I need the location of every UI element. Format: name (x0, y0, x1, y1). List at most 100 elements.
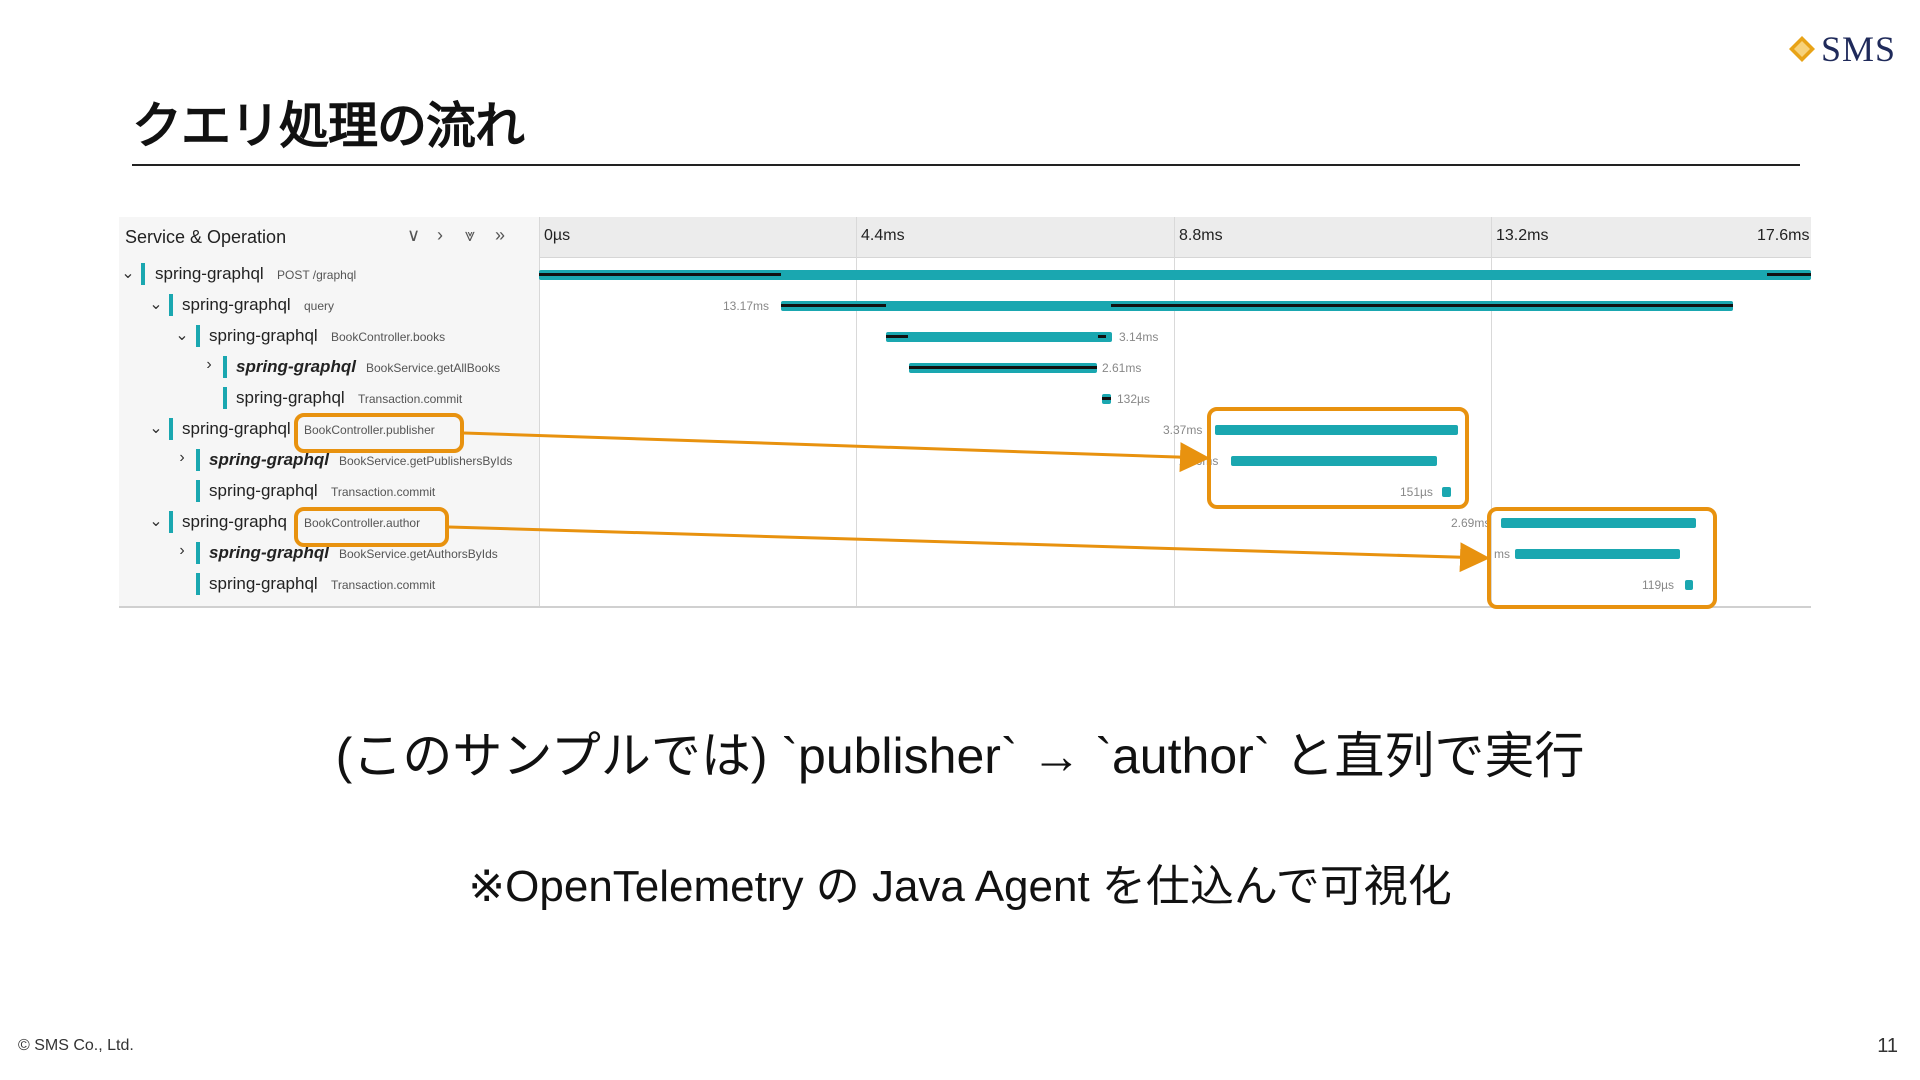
page-number: 11 (1877, 1035, 1898, 1057)
expand-one-button[interactable]: › (437, 225, 443, 245)
operation-name: Transaction.commit (331, 485, 436, 499)
gridline (1174, 217, 1175, 606)
service-color-marker (169, 294, 173, 316)
span-bar[interactable] (1501, 518, 1696, 528)
caption-main: (このサンプルでは) `publisher` → `author` と直列で実行 (335, 728, 1585, 784)
span-bar[interactable] (539, 270, 1811, 280)
self-time-line (909, 366, 1097, 369)
service-color-marker (196, 480, 200, 502)
service-name: spring-graphql (182, 295, 291, 314)
expand-all-button[interactable]: » (495, 225, 506, 245)
span-duration: 13.17ms (723, 299, 770, 313)
span-duration: 3.37ms (1163, 423, 1203, 437)
gridline (856, 217, 857, 606)
operation-name: BookService.getAuthorsByIds (339, 547, 498, 561)
self-time-line (1102, 397, 1111, 400)
self-time-line (1111, 304, 1733, 307)
service-color-marker (223, 387, 227, 409)
span-bar[interactable] (1215, 425, 1458, 435)
self-time-line (1098, 335, 1106, 338)
span-row[interactable]: ⌄ spring-graphql POST /graphql (119, 259, 1811, 290)
service-color-marker (141, 263, 145, 285)
span-bar[interactable] (1231, 456, 1437, 466)
operation-name: BookService.getAllBooks (366, 361, 501, 375)
chevron-down-icon[interactable]: ⌄ (149, 420, 163, 437)
service-name: spring-graphql (209, 326, 318, 345)
self-time-line (1767, 273, 1811, 276)
caption-sub: ※OpenTelemetry の Java Agent を仕込んで可視化 (468, 862, 1452, 911)
slide-title: クエリ処理の流れ (132, 98, 525, 154)
collapse-one-button[interactable]: ∨ (407, 225, 421, 245)
chevron-down-icon[interactable]: ⌄ (175, 327, 189, 344)
operation-name: BookController.books (331, 330, 446, 344)
span-duration: 2.69ms (1451, 516, 1491, 530)
span-row[interactable]: ⌄ spring-graphql BookController.books 3.… (119, 321, 1811, 352)
service-name: spring-graphq (182, 512, 287, 531)
column-header: Service & Operation (125, 227, 287, 247)
span-duration: ms (1494, 547, 1510, 561)
span-duration: 119µs (1642, 578, 1675, 592)
operation-name: BookService.getPublishersByIds (339, 454, 513, 468)
tick-label: 8.8ms (1179, 227, 1223, 244)
operation-name: Transaction.commit (358, 392, 463, 406)
company-logo: SMS (1788, 28, 1896, 70)
operation-name: BookController.author (304, 516, 421, 530)
span-row[interactable]: spring-graphql Transaction.commit 119µs (119, 569, 1811, 600)
span-bar[interactable] (1442, 487, 1451, 497)
span-row[interactable]: ⌄ spring-graphql query 13.17ms (119, 290, 1811, 321)
highlight-author-operation (294, 507, 449, 547)
highlight-author-spans (1487, 507, 1717, 609)
span-duration: 151µs (1400, 485, 1433, 499)
operation-name: BookController.publisher (304, 423, 435, 437)
span-duration: 132µs (1117, 392, 1150, 406)
tick-label: 4.4ms (861, 227, 905, 244)
operation-name: POST /graphql (277, 268, 357, 282)
service-color-marker (223, 356, 227, 378)
service-name: spring-graphql (209, 450, 329, 469)
self-time-line (886, 335, 908, 338)
span-row[interactable]: spring-graphql Transaction.commit 151µs (119, 476, 1811, 507)
service-color-marker (196, 542, 200, 564)
title-divider (132, 164, 1800, 166)
self-time-line (781, 304, 886, 307)
service-name: spring-graphql (236, 357, 356, 376)
operation-name: Transaction.commit (331, 578, 436, 592)
service-name: spring-graphql (155, 264, 264, 283)
service-name: spring-graphql (236, 388, 345, 407)
gridline (1491, 217, 1492, 606)
chevron-right-icon[interactable]: › (179, 542, 185, 559)
service-color-marker (169, 511, 173, 533)
span-row[interactable]: spring-graphql Transaction.commit 132µs (119, 383, 1811, 414)
service-color-marker (196, 573, 200, 595)
operation-name: query (304, 299, 335, 313)
service-name: spring-graphql (209, 543, 329, 562)
tick-label: 0µs (544, 227, 571, 244)
tick-label: 17.6ms (1757, 227, 1810, 244)
span-row[interactable]: › spring-graphql BookService.getAllBooks… (119, 352, 1811, 383)
span-bar[interactable] (1685, 580, 1693, 590)
logo-text: SMS (1820, 29, 1896, 69)
chevron-down-icon[interactable]: ⌄ (121, 265, 135, 282)
chevron-down-icon[interactable]: ⌄ (149, 296, 163, 313)
service-name: spring-graphql (209, 574, 318, 593)
chevron-down-icon[interactable]: ⌄ (149, 513, 163, 530)
tick-label: 13.2ms (1496, 227, 1549, 244)
diamond-logo-icon (1788, 36, 1815, 62)
self-time-line (539, 273, 781, 276)
collapse-all-button[interactable]: ⩔ (465, 225, 476, 245)
service-color-marker (196, 325, 200, 347)
service-name: spring-graphql (182, 419, 291, 438)
span-row[interactable]: ⌄ spring-graphql BookController.publishe… (119, 414, 1811, 445)
highlight-publisher-spans (1207, 407, 1469, 509)
span-bar[interactable] (886, 332, 1112, 342)
service-color-marker (169, 418, 173, 440)
span-duration: 3.14ms (1119, 330, 1159, 344)
highlight-publisher-operation (294, 413, 464, 453)
chevron-right-icon[interactable]: › (206, 356, 212, 373)
service-color-marker (196, 449, 200, 471)
span-bar[interactable] (1515, 549, 1680, 559)
chevron-right-icon[interactable]: › (179, 449, 185, 466)
span-duration: 2.61ms (1102, 361, 1142, 375)
service-name: spring-graphql (209, 481, 318, 500)
copyright: © SMS Co., Ltd. (18, 1037, 134, 1054)
